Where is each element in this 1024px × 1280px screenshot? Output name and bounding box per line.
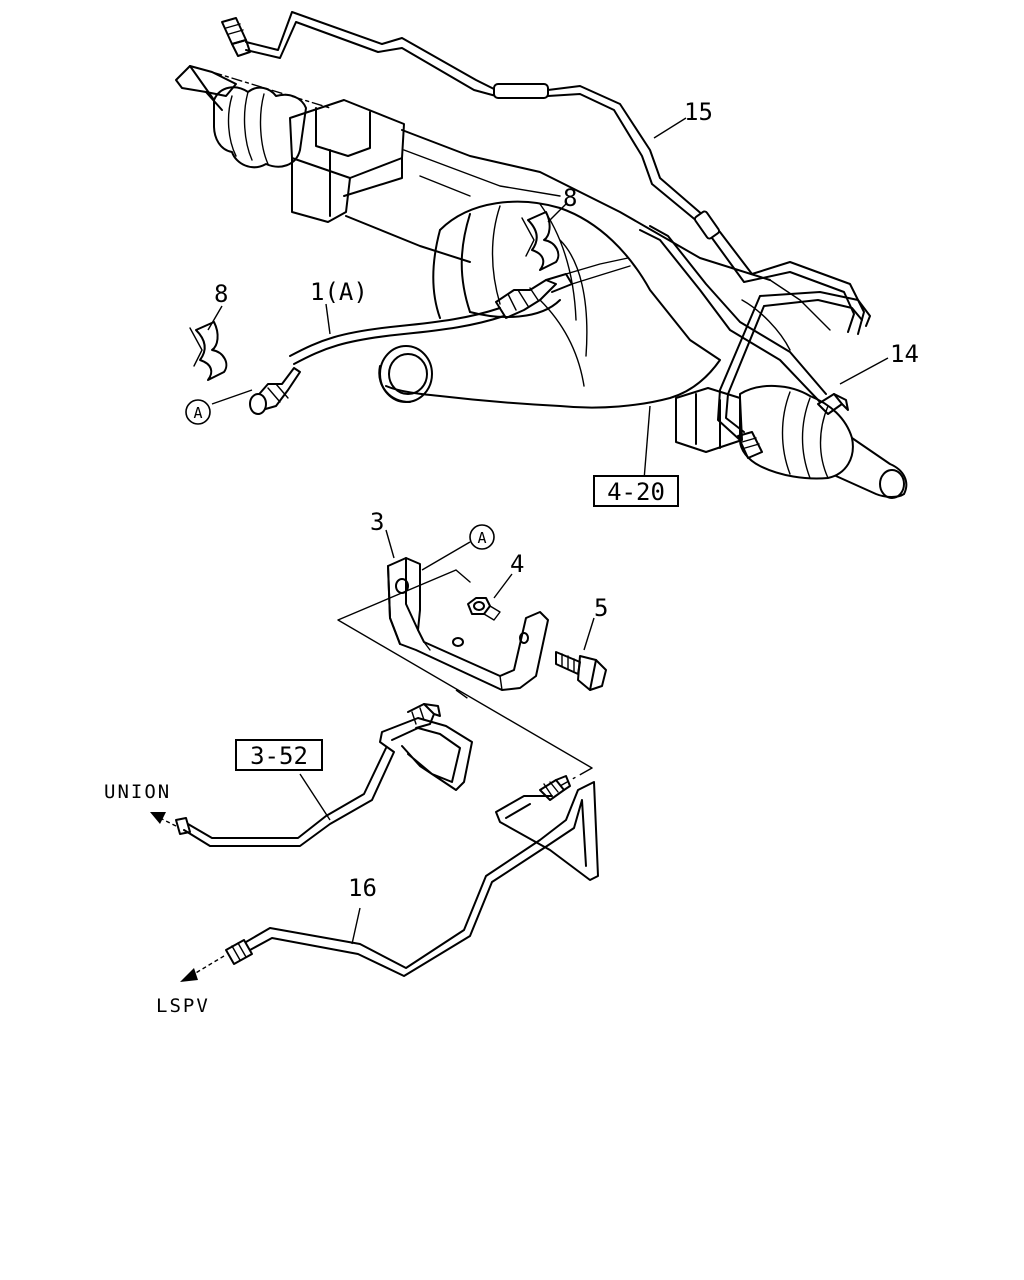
ref-box-3-52: 3-52 [235, 739, 323, 771]
brake-pipe-16 [225, 775, 599, 977]
callout-15: 15 [684, 98, 713, 126]
callout-5: 5 [594, 594, 608, 622]
flex-hose-1a [249, 257, 631, 415]
callout-4: 4 [510, 550, 524, 578]
callout-labels: 15 8 8 1(A) 14 3 4 5 16 [214, 98, 919, 902]
brake-pipe-14 [639, 225, 871, 459]
brake-pipe-15 [221, 11, 865, 335]
bracket-assembly [337, 529, 607, 787]
union-label: UNION [104, 781, 171, 803]
callout-16: 16 [348, 874, 377, 902]
brake-pipe-3-52 [175, 703, 473, 847]
callout-1a: 1(A) [310, 278, 368, 306]
circle-marker-a-lower: A [469, 524, 495, 550]
marker-a-lower-label: A [477, 529, 486, 547]
rear-axle-housing [175, 65, 908, 499]
callout-8-left: 8 [214, 280, 228, 308]
union-arrow [150, 812, 177, 827]
lspv-label: LSPV [156, 995, 210, 1017]
lspv-arrow [180, 955, 225, 982]
callout-14: 14 [890, 340, 919, 368]
clip-8-upper [521, 211, 560, 271]
ref-box-4-20: 4-20 [593, 475, 679, 507]
marker-a-upper-label: A [193, 404, 202, 422]
circle-marker-a-upper: A [185, 399, 211, 425]
ref-4-20: 4-20 [607, 478, 665, 506]
clip-8-left [189, 321, 228, 381]
callout-3: 3 [370, 508, 384, 536]
leader-lines-upper [207, 117, 889, 481]
callout-8-upper: 8 [563, 184, 577, 212]
ref-3-52: 3-52 [250, 742, 308, 770]
